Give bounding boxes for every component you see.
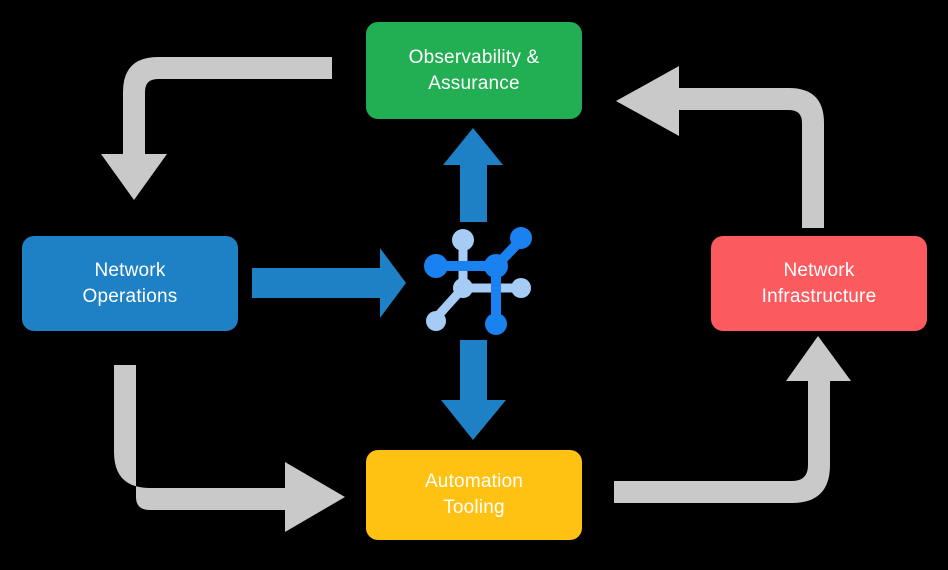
node-network-operations[interactable]: Network Operations [22, 236, 238, 331]
node-network-operations-line2: Operations [82, 285, 178, 307]
arrow-operations-to-automation [114, 365, 345, 532]
node-network-infrastructure-label: Network Infrastructure [762, 258, 877, 309]
node-observability-line1: Observability & [408, 46, 540, 68]
node-automation-tooling-line2: Tooling [443, 497, 505, 518]
arrow-observability-to-operations [101, 57, 332, 200]
node-network-operations-line1: Network [94, 259, 166, 281]
arrow-operations-to-center [252, 248, 406, 318]
arrow-center-to-observability [443, 128, 503, 222]
arrow-automation-to-infrastructure [614, 336, 851, 503]
network-topology-icon [424, 227, 532, 335]
node-observability-assurance[interactable]: Observability & Assurance [366, 22, 582, 119]
node-network-operations-label: Network Operations [83, 258, 178, 309]
node-observability-label: Observability & Assurance [409, 45, 540, 96]
node-automation-tooling[interactable]: Automation Tooling [366, 450, 582, 540]
node-automation-tooling-line1: Automation [424, 471, 524, 493]
node-network-infrastructure[interactable]: Network Infrastructure [711, 236, 927, 331]
node-network-infrastructure-line1: Network [783, 259, 855, 281]
node-network-infrastructure-line2: Infrastructure [761, 285, 877, 307]
arrow-center-to-automation [441, 340, 506, 440]
node-observability-line2: Assurance [428, 72, 520, 94]
arrow-infrastructure-to-observability [616, 66, 824, 228]
node-automation-tooling-label: Automation Tooling [425, 469, 523, 520]
